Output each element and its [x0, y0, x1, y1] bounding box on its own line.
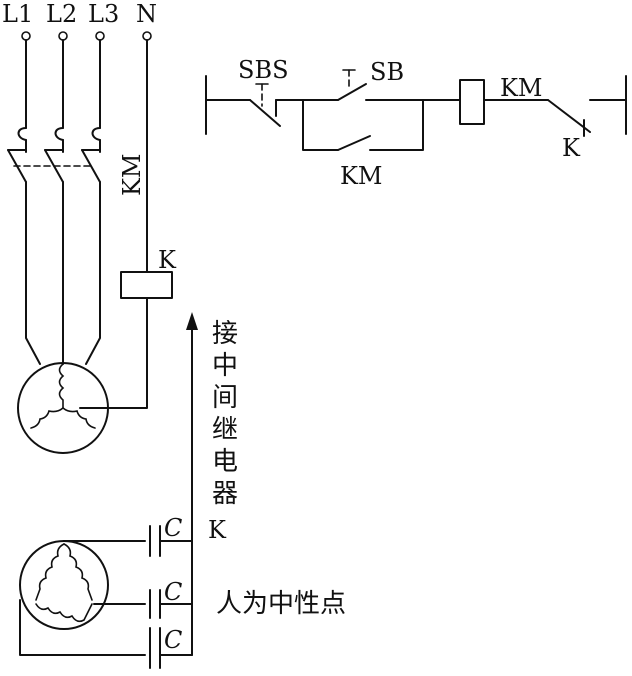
- km-hold-label: KM: [340, 162, 383, 190]
- relay-note-3: 间: [212, 383, 238, 413]
- relay-arrow-icon: [186, 312, 198, 330]
- relay-note-5: 电: [212, 447, 238, 477]
- terminal-n: [142, 31, 152, 41]
- relay-coil-k: [120, 271, 173, 299]
- terminal-l3: [95, 31, 105, 41]
- cap-3-label: C: [164, 626, 182, 654]
- km-coil-label: KM: [500, 74, 543, 102]
- cap-2-label: C: [164, 578, 182, 606]
- control-circuit: [205, 69, 627, 151]
- relay-coil-k-label: K: [158, 246, 177, 274]
- phase-lines: [7, 39, 148, 409]
- terminal-n-label: N: [136, 0, 157, 28]
- cap-1-label: C: [164, 514, 182, 542]
- neutral-note: 人为中性点: [216, 589, 346, 619]
- k-cap-label: K: [208, 516, 227, 544]
- terminal-l1: [21, 31, 31, 41]
- terminal-l2: [58, 31, 68, 41]
- relay-note-1: 接: [212, 319, 238, 349]
- sbs-label: SBS: [238, 56, 289, 84]
- capacitor-wiring: [19, 525, 193, 669]
- relay-note-6: 器: [212, 479, 238, 509]
- km-vertical-label: KM: [118, 153, 146, 196]
- motor-delta: [19, 540, 109, 630]
- km-coil: [459, 79, 485, 125]
- terminal-l2-label: L2: [46, 0, 77, 28]
- relay-note-2: 中: [212, 351, 238, 381]
- terminal-l3-label: L3: [88, 0, 119, 28]
- relay-note-4: 继: [212, 415, 238, 445]
- terminal-l1-label: L1: [2, 0, 33, 28]
- sb-label: SB: [370, 58, 404, 86]
- k-contact-label: K: [562, 134, 581, 162]
- motor-star: [17, 362, 109, 454]
